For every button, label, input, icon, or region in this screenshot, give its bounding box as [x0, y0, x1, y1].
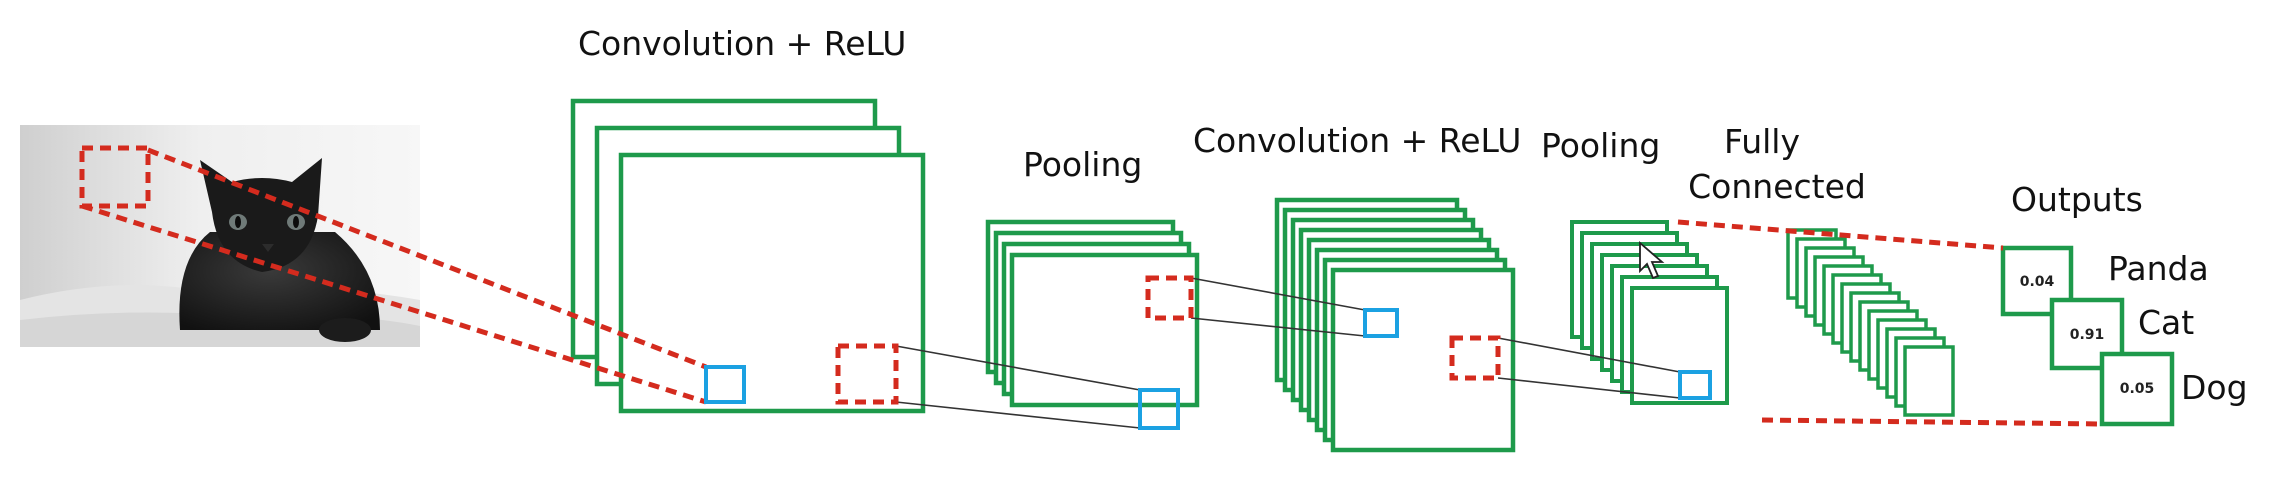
pool1-kernel — [1138, 388, 1180, 430]
label-fully: Fully — [1724, 122, 1800, 161]
label-pool2: Pooling — [1541, 126, 1660, 165]
input-receptive-field — [79, 145, 151, 209]
conv1-map-3 — [618, 152, 926, 414]
label-conv2: Convolution + ReLU — [1193, 121, 1521, 160]
mouse-pointer-icon — [1639, 241, 1665, 280]
fully-connected-layers — [1786, 228, 1955, 417]
conv2-kernel — [1363, 308, 1399, 338]
kernel-squares — [704, 308, 1712, 430]
receptive-field-markers — [79, 145, 2103, 427]
label-panda: Panda — [2108, 249, 2209, 288]
conv1-kernel — [704, 365, 746, 404]
pool2-kernel — [1678, 370, 1712, 400]
label-pool1: Pooling — [1023, 145, 1142, 184]
conv2-receptive-field — [1449, 335, 1501, 381]
connector-lines — [895, 277, 1681, 429]
pool1-receptive-field — [1145, 275, 1194, 321]
output-value-panda: 0.04 — [2020, 274, 2055, 290]
output-value-dog: 0.05 — [2120, 381, 2155, 397]
conv2-feature-maps — [1274, 197, 1516, 453]
label-dog: Dog — [2181, 368, 2248, 407]
output-box-dog — [2099, 351, 2175, 427]
conv2-map-8 — [1330, 267, 1516, 453]
pool1-feature-maps — [985, 219, 1200, 408]
output-node-dog: 0.05 — [2099, 351, 2175, 427]
label-conv1: Convolution + ReLU — [578, 24, 906, 63]
fc-map-14 — [1903, 345, 1955, 417]
label-outputs: Outputs — [2011, 180, 2143, 219]
label-cat: Cat — [2138, 303, 2194, 342]
output-value-cat: 0.91 — [2070, 327, 2105, 343]
pool2-feature-maps — [1570, 220, 1729, 405]
input-image — [20, 125, 420, 347]
label-connected: Connected — [1688, 167, 1866, 206]
conv1-receptive-field — [835, 343, 899, 405]
conv1-feature-maps — [570, 98, 926, 414]
